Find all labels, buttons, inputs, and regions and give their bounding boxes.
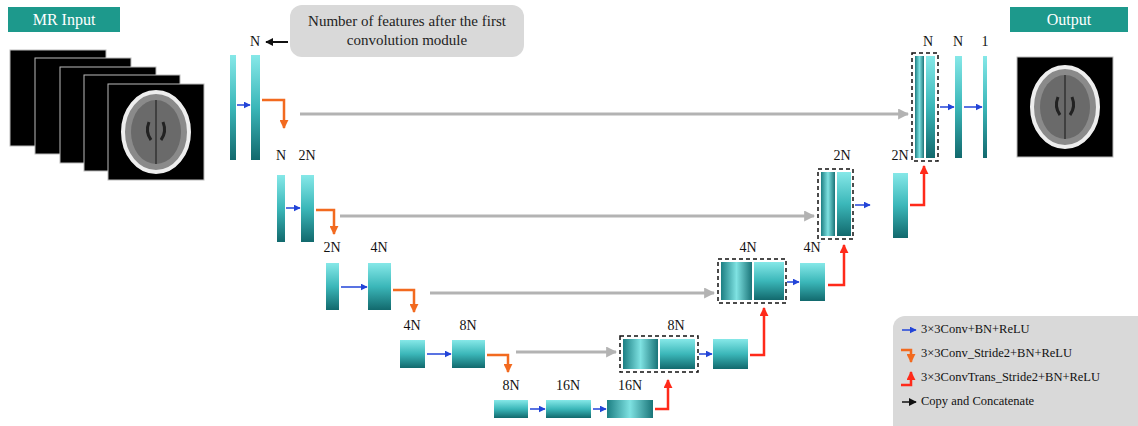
legend-sample [901,372,911,385]
brain-image [147,122,164,140]
feature-count: 8N [502,378,519,394]
concat-box [620,336,698,372]
conv-arrow [699,353,712,355]
title-tag: Output [1010,7,1128,32]
feature-map [546,400,591,418]
note-box: Number of features after the first convo… [290,5,524,57]
conv-arrow [940,106,954,108]
feature-count: 1 [982,34,989,50]
feature-count: N [276,148,286,164]
brain-image [1056,97,1073,115]
feature-count: 2N [323,240,340,256]
feature-map [721,262,752,300]
feature-count: 4N [739,240,756,256]
legend-sample [901,350,911,362]
brain-image [1064,75,1066,139]
feature-count: 4N [403,318,420,334]
feature-map [368,263,391,310]
output-image [1017,57,1113,157]
feature-map [754,262,784,300]
feature-map [660,339,695,369]
feature-count: 2N [298,148,315,164]
skip-arrow [430,292,714,295]
downsample-arrow [487,355,508,372]
feature-map [494,400,528,418]
title-tag: MR Input [8,7,120,32]
feature-map [893,173,908,238]
legend-sample [902,401,916,403]
feature-map [955,56,962,158]
feature-count: 8N [667,318,684,334]
feature-count: N [923,34,933,50]
node-text: MR Input [33,7,96,32]
legend-text: Copy and Concatenate [921,394,1034,409]
feature-map [713,339,748,369]
feature-count: 8N [459,318,476,334]
feature-count: 4N [370,240,387,256]
upsample-arrow [910,166,924,205]
conv-arrow [237,104,250,106]
upsample-arrow [655,380,668,409]
feature-count: N [953,34,963,50]
upsample-arrow [750,308,764,355]
conv-arrow [286,207,300,209]
legend-text: 3×3Conv_Stride2+BN+ReLU [921,346,1072,361]
node-text: Output [1047,7,1091,32]
feature-map [251,55,260,160]
concat-box [818,169,853,239]
feature-map [326,263,339,310]
feature-map [915,56,924,158]
feature-count: 16N [556,378,580,394]
conv-arrow [855,204,870,206]
conv-arrow [787,281,799,283]
feature-map [452,340,485,368]
brain-image [155,100,157,164]
concat-box [912,53,938,161]
feature-map [230,55,236,160]
feature-map [400,340,425,368]
upsample-arrow [828,245,844,285]
feature-count: 2N [833,148,850,164]
conv-arrow [427,353,451,355]
feature-count: 4N [803,240,820,256]
feature-map [623,339,658,369]
downsample-arrow [316,210,334,234]
concat-box [718,259,786,303]
skip-arrow [340,215,814,218]
skip-arrow [516,351,616,354]
feature-map [926,56,935,158]
legend-sample [902,329,916,331]
downsample-arrow [393,290,414,312]
brain-image [131,100,181,164]
legend-text: 3×3ConvTrans_Stride2+BN+ReLU [921,370,1100,385]
leader-arrow [266,41,288,43]
conv-arrow [964,106,982,108]
legend-panel [893,316,1138,426]
legend-text: 3×3Conv+BN+ReLU [921,322,1030,337]
downsample-arrow [262,100,284,128]
feature-count: N [250,34,260,50]
feature-map [607,400,653,418]
brain-image [1032,67,1098,147]
feature-count: 16N [618,378,642,394]
feature-map [821,172,835,236]
skip-arrow [300,113,908,116]
feature-map [983,56,987,158]
conv-arrow [530,408,545,410]
feature-map [301,175,314,242]
conv-arrow [341,286,367,288]
feature-count: 2N [891,148,908,164]
conv-arrow [593,408,606,410]
feature-map [800,263,825,301]
feature-map [837,172,851,236]
node-text: Number of features after the first convo… [300,12,514,50]
brain-image [123,92,189,172]
mr-slice [108,84,204,180]
brain-image [1040,75,1090,139]
feature-map [277,175,285,242]
